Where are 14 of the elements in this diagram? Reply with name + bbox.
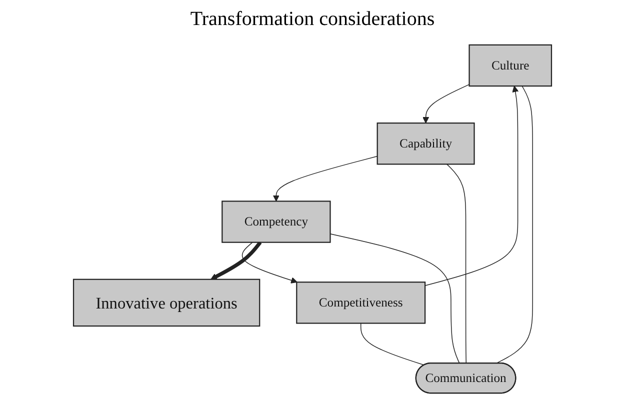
node-box: Innovative operations: [72, 278, 260, 326]
arrow: [424, 85, 519, 286]
node-box: Competency: [222, 200, 331, 242]
arrow: [422, 84, 470, 123]
node-box: Capability: [376, 122, 475, 164]
diagram-title: Transformation considerations: [189, 8, 436, 32]
connector: [330, 233, 460, 364]
arrow: [210, 240, 262, 280]
arrow: [272, 155, 378, 202]
node-box: Competitiveness: [296, 281, 426, 324]
node-box: Culture: [468, 44, 552, 86]
connector: [360, 322, 425, 365]
arrow: [242, 241, 298, 283]
connector: [446, 163, 467, 364]
